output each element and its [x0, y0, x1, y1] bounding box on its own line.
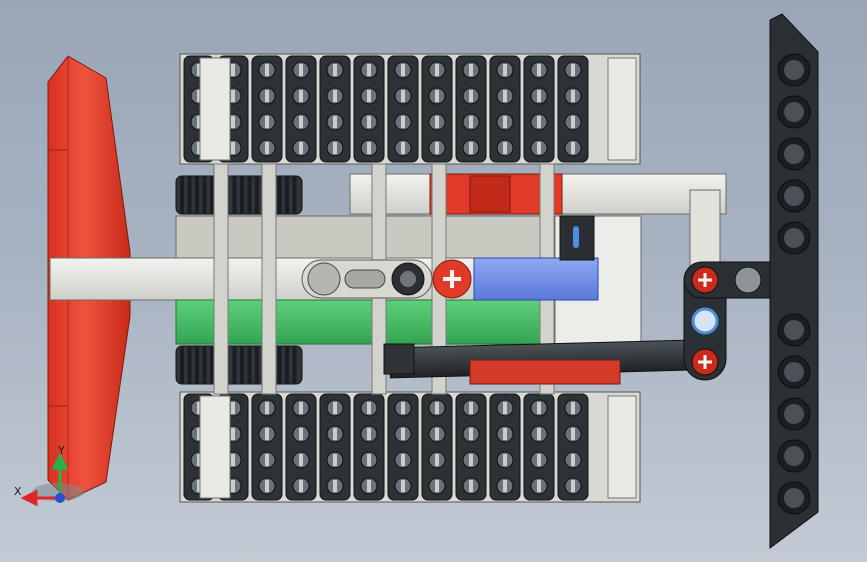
- link-hole: [307, 262, 341, 296]
- lower-gears: [175, 345, 303, 385]
- upper-gears: [175, 175, 303, 215]
- beam-hole: [777, 221, 811, 255]
- upper-track-links: [183, 55, 637, 163]
- upper-track[interactable]: [179, 53, 641, 165]
- connector-hole: [734, 266, 762, 294]
- track-link: [387, 55, 419, 163]
- track-end-plate: [199, 395, 231, 499]
- gear-tooth: [232, 346, 237, 384]
- gear-tooth: [292, 176, 297, 214]
- y-axis-label: Y: [57, 444, 65, 457]
- track-link: [285, 55, 317, 163]
- track-link: [319, 55, 351, 163]
- beam-hole: [777, 95, 811, 129]
- track-link: [523, 393, 555, 501]
- gear-tooth: [195, 346, 199, 384]
- track-end-plate: [607, 395, 637, 499]
- track-link: [523, 55, 555, 163]
- gear-tooth: [187, 346, 192, 384]
- blue-block: [473, 257, 599, 301]
- lower-track-links: [183, 393, 637, 501]
- gear-tooth: [255, 346, 259, 384]
- gear-tooth: [180, 346, 184, 384]
- gear-tooth: [255, 176, 259, 214]
- track-link: [455, 393, 487, 501]
- beam-hole: [777, 397, 811, 431]
- beam-hole: [777, 313, 811, 347]
- axis-triad: Y X: [14, 444, 84, 507]
- pin-blue: [573, 226, 579, 248]
- axle: [213, 163, 229, 395]
- beam-hole: [777, 355, 811, 389]
- track-end-plate: [607, 57, 637, 161]
- track-link: [421, 55, 453, 163]
- gear-tooth: [195, 176, 199, 214]
- red-bushing: [469, 175, 511, 213]
- track-link: [285, 393, 317, 501]
- green-beam: [175, 299, 559, 345]
- beam-hole: [777, 53, 811, 87]
- gear-tooth: [232, 176, 237, 214]
- track-end-plate: [199, 57, 231, 161]
- gear-tooth: [277, 346, 282, 384]
- track-link: [251, 393, 283, 501]
- axle-red-cross: [698, 273, 712, 287]
- beam-hole: [777, 439, 811, 473]
- gray-plate: [175, 215, 559, 259]
- chassis[interactable]: [49, 163, 727, 395]
- gear-tooth: [247, 176, 252, 214]
- gear-tooth: [277, 176, 282, 214]
- gear-tooth: [285, 346, 289, 384]
- axle-red-cross: [698, 355, 712, 369]
- track-link: [489, 55, 521, 163]
- gear-tooth: [187, 176, 192, 214]
- pin-light-blue: [691, 307, 719, 335]
- gear-tooth: [180, 176, 184, 214]
- track-link: [387, 393, 419, 501]
- z-axis-dot: [55, 493, 65, 503]
- gear-tooth: [240, 176, 244, 214]
- link-bushing-core: [400, 271, 416, 287]
- track-link: [353, 55, 385, 163]
- gear-tooth: [285, 176, 289, 214]
- rod-end: [383, 343, 415, 375]
- link-slot: [344, 269, 386, 289]
- gear-tooth: [202, 176, 207, 214]
- track-link: [557, 393, 589, 501]
- track-link: [455, 55, 487, 163]
- beam-hole: [777, 179, 811, 213]
- track-link: [421, 393, 453, 501]
- red-connector-bottom: [469, 359, 621, 385]
- x-axis-label: X: [14, 485, 22, 498]
- gear-tooth: [202, 346, 207, 384]
- lower-track[interactable]: [179, 391, 641, 503]
- gear-tooth: [247, 346, 252, 384]
- track-link: [353, 393, 385, 501]
- track-link: [489, 393, 521, 501]
- track-link: [557, 55, 589, 163]
- gear-tooth: [210, 176, 214, 214]
- y-axis-arrow: [51, 452, 69, 498]
- hydraulic-rod[interactable]: [383, 339, 691, 385]
- gear-tooth: [292, 346, 297, 384]
- beam-hole: [777, 137, 811, 171]
- right-long-beam[interactable]: [769, 13, 819, 549]
- beam-hole: [777, 481, 811, 515]
- track-link: [319, 393, 351, 501]
- gear-tooth: [210, 346, 214, 384]
- red-hub-cross: [443, 270, 461, 288]
- track-link: [251, 55, 283, 163]
- gear-tooth: [240, 346, 244, 384]
- axle: [261, 163, 277, 395]
